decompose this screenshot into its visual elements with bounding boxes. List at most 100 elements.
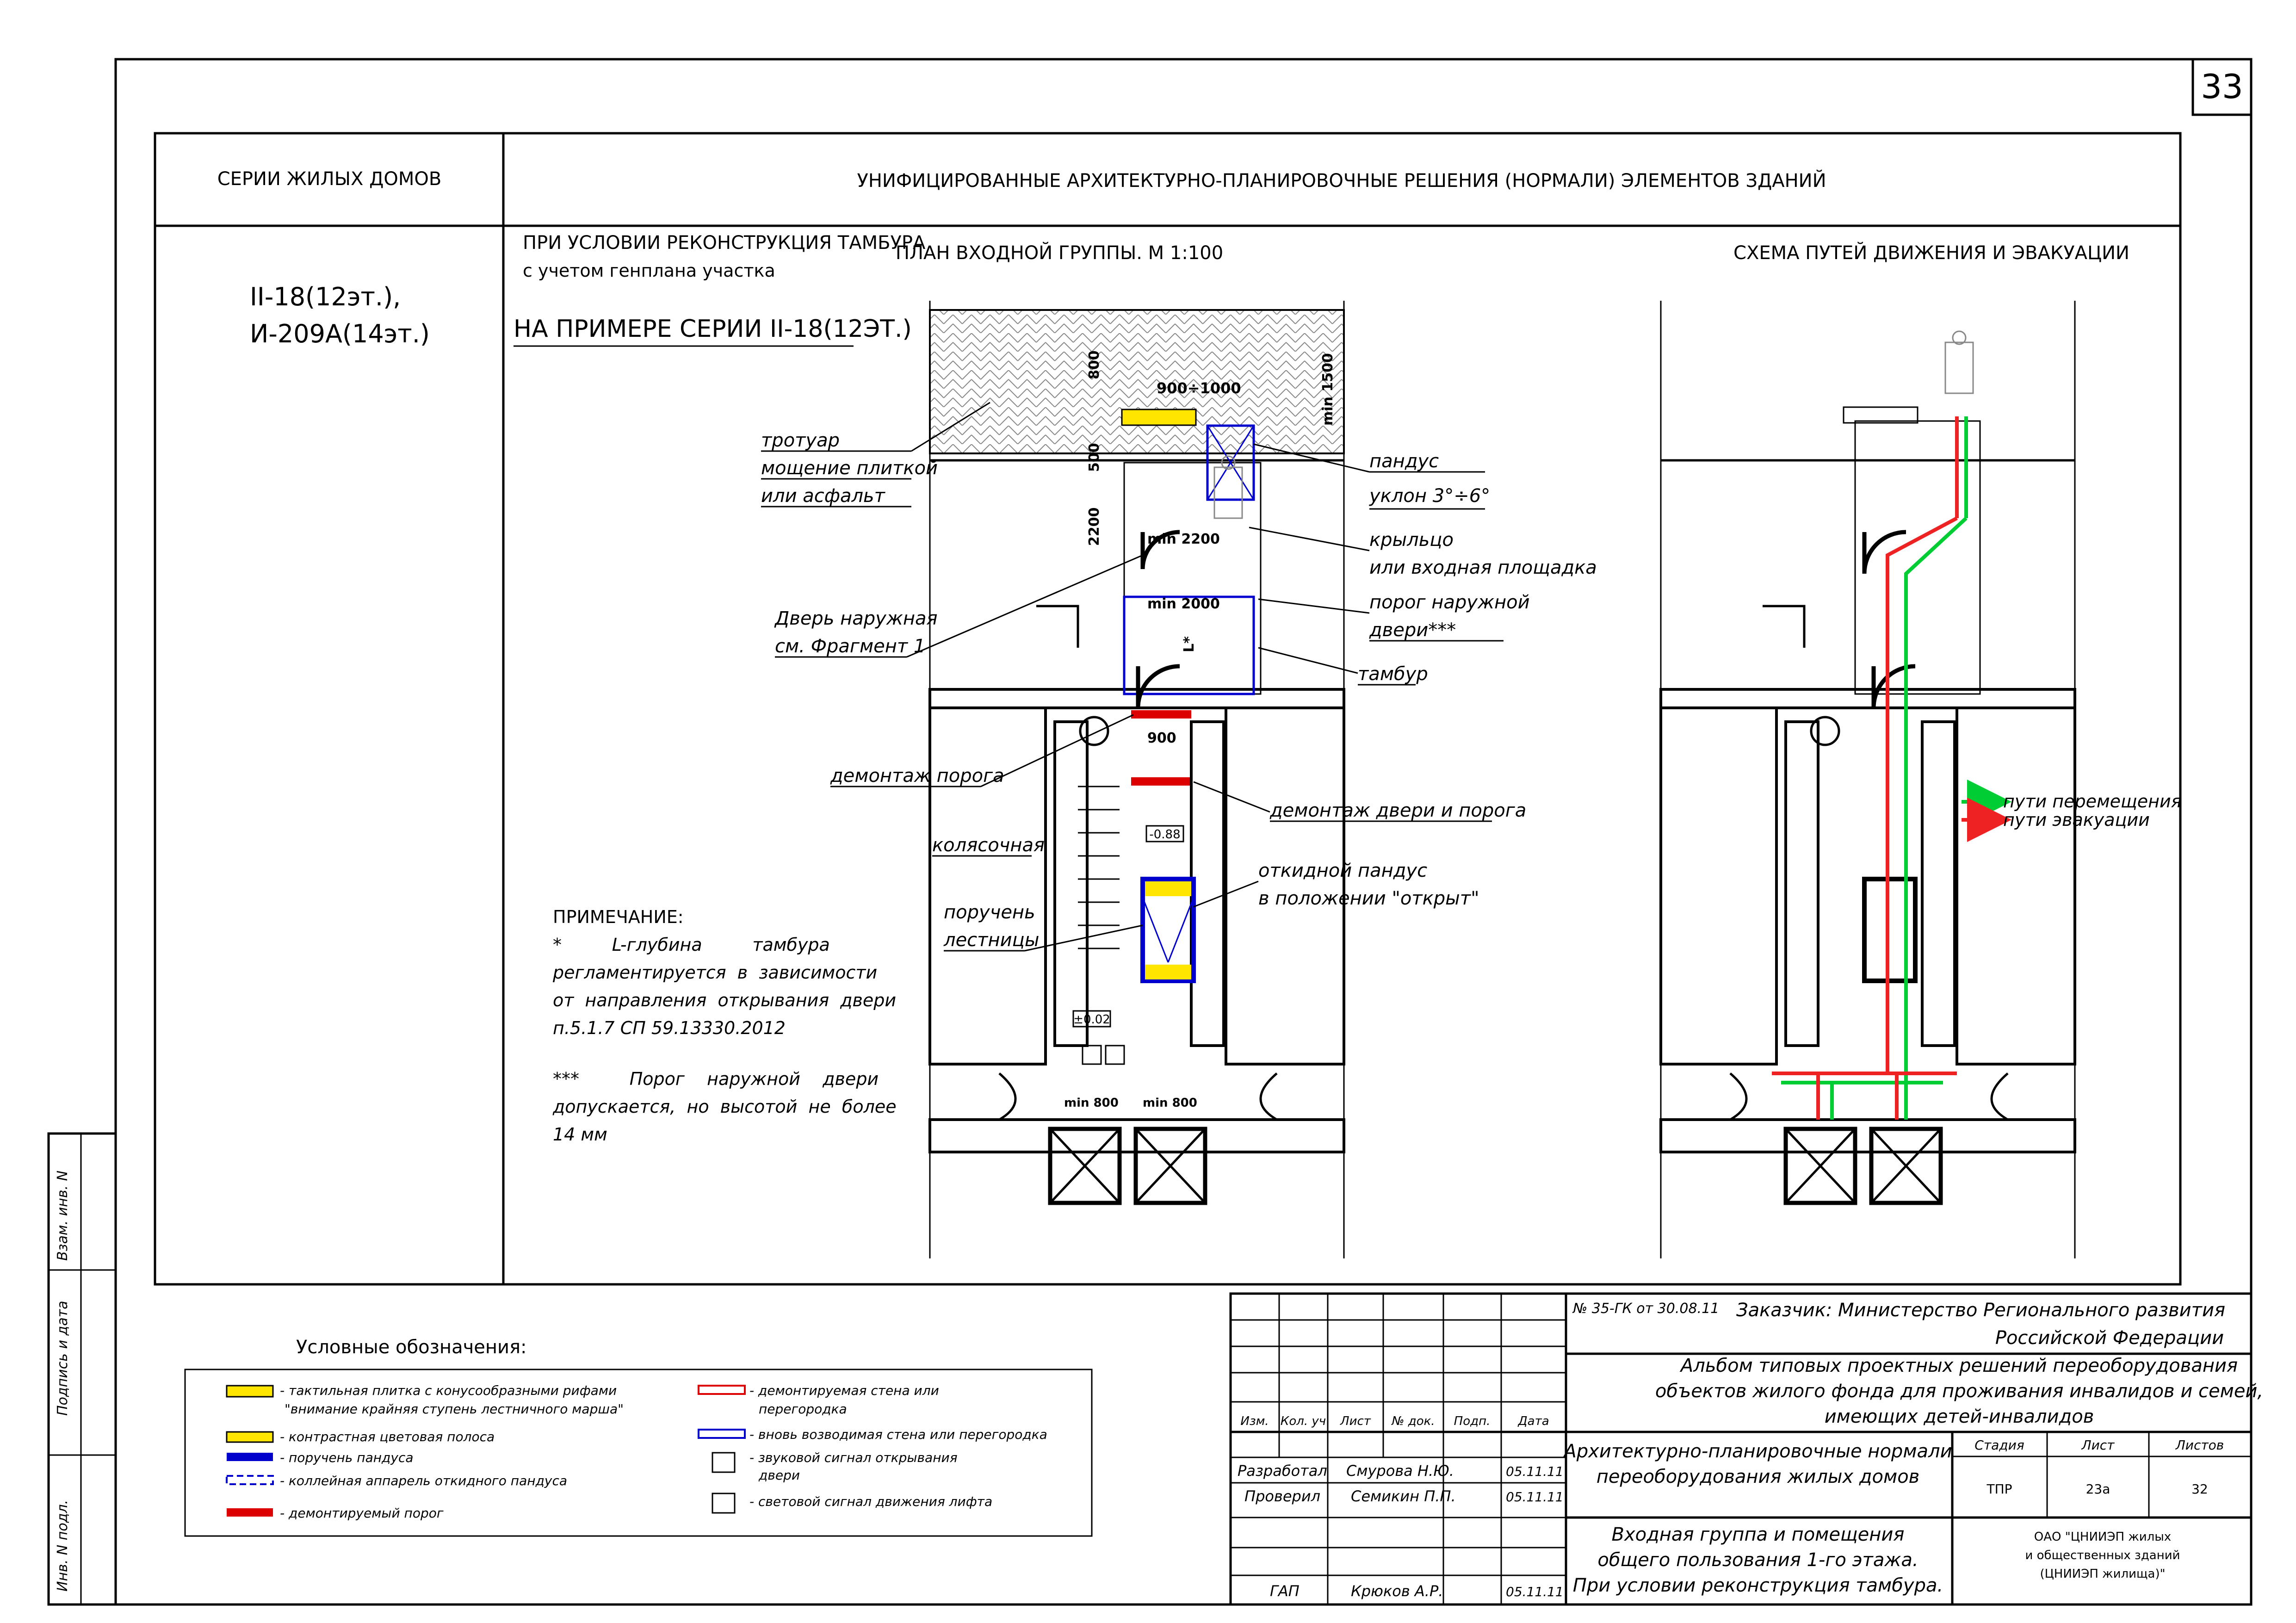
legend-item: - демонтируемая стена или — [749, 1383, 939, 1398]
legend-item: - демонтируемый порог — [280, 1505, 444, 1521]
stamp-podpis: Подпись и дата — [55, 1301, 71, 1416]
tb-col: № док. — [1391, 1414, 1435, 1428]
plan-title: ПЛАН ВХОДНОЙ ГРУППЫ. М 1:100 — [896, 242, 1223, 264]
contrast-strip-icon — [226, 1431, 274, 1443]
label-poruchen: поручень — [944, 902, 1035, 923]
tb-col: Лист — [1340, 1414, 1371, 1428]
note-title: ПРИМЕЧАНИЕ: — [553, 907, 684, 927]
wheelchair-user-icon — [1213, 455, 1243, 519]
level-mark: ±0.02 — [1073, 1013, 1110, 1027]
removed-wall-icon — [698, 1385, 746, 1395]
page-title: УНИФИЦИРОВАННЫЕ АРХИТЕКТУРНО-ПЛАНИРОВОЧН… — [857, 169, 1826, 192]
dim-label: 900 — [1147, 730, 1176, 746]
legend-item: - звуковой сигнал открывания — [749, 1450, 958, 1465]
legend-item: - поручень пандуса — [280, 1450, 414, 1465]
tb-section: Архитектурно-планировочные нормали — [1562, 1441, 1952, 1462]
stamp-inv: Инв. N подл. — [55, 1500, 71, 1592]
fold-ramp-icon — [226, 1475, 274, 1485]
tactile-tile — [1843, 406, 1918, 424]
label-lestnitsy: лестницы — [943, 929, 1039, 951]
tactile-tile-icon — [226, 1385, 274, 1398]
elevator — [1869, 1127, 1943, 1205]
tb-sheet-title-3: При условии реконструкция тамбура. — [1573, 1575, 1943, 1596]
note-line: допускается, но высотой не более — [552, 1096, 897, 1117]
note-line: * L-глубина тамбура — [553, 935, 830, 955]
side-stamp: Взам. инв. N Подпись и дата Инв. N подл. — [47, 1132, 117, 1606]
sound-signal-icon — [1105, 1045, 1125, 1065]
label-kolyasochnaya: колясочная — [932, 835, 1045, 856]
tb-doc-no: № 35-ГК от 30.08.11 — [1572, 1301, 1719, 1317]
tb-name: Семикин П.П. — [1351, 1487, 1456, 1505]
dim-label: 900÷1000 — [1157, 379, 1241, 397]
legend-movement: пути перемещения — [2003, 791, 2182, 812]
scheme-title: СХЕМА ПУТЕЙ ДВИЖЕНИЯ И ЭВАКУАЦИИ — [1733, 242, 2129, 264]
legend-item: - световой сигнал движения лифта — [749, 1494, 992, 1509]
label-tambur: тамбур — [1358, 663, 1428, 685]
entrance-plan: ПЛАН ВХОДНОЙ ГРУППЫ. М 1:100 — [761, 242, 1597, 1258]
tb-date: 05.11.11 — [1506, 1584, 1564, 1599]
legend-item: перегородка — [759, 1401, 847, 1417]
tb-role: Разработал — [1238, 1462, 1327, 1480]
series-line-1: II-18(12эт.), — [250, 282, 401, 311]
tb-section-2: переоборудования жилых домов — [1597, 1466, 1920, 1487]
tb-col: Подп. — [1454, 1414, 1491, 1428]
series-header: СЕРИИ ЖИЛЫХ ДОМОВ — [217, 168, 442, 190]
sheet-number-box — [2191, 58, 2253, 116]
tb-col: Кол. уч — [1281, 1414, 1326, 1428]
sound-signal-icon — [712, 1452, 736, 1473]
light-signal-icon — [712, 1493, 736, 1514]
tb-name: Смурова Н.Ю. — [1346, 1462, 1454, 1480]
new-wall-icon — [698, 1429, 746, 1439]
removed-threshold-icon — [227, 1508, 273, 1517]
paving-area — [929, 309, 1345, 454]
tb-sheet-title-2: общего пользования 1-го этажа. — [1597, 1549, 1918, 1571]
tb-stage: ТПР — [1986, 1481, 2012, 1497]
tb-customer: Заказчик: Министерство Регионального раз… — [1736, 1300, 2225, 1321]
tb-list: 23а — [2086, 1481, 2110, 1497]
fold-ramp — [1140, 877, 1196, 983]
label-porog-2: двери*** — [1369, 619, 1456, 641]
series-line-2: И-209А(14эт.) — [250, 319, 430, 348]
dim-label: 500 — [1086, 443, 1102, 472]
note-line: от направления открывания двери — [553, 990, 896, 1010]
label-porog: порог наружной — [1369, 592, 1530, 613]
legend-title: Условные обозначения: — [296, 1337, 527, 1358]
level-mark: -0.88 — [1149, 828, 1180, 842]
label-door-outer: Дверь наружная — [774, 608, 938, 629]
dim-label: min 2200 — [1147, 531, 1220, 547]
note-line: *** Порог наружной двери — [553, 1069, 879, 1089]
light-signal-icon — [1082, 1045, 1102, 1065]
evacuation-scheme: СХЕМА ПУТЕЙ ДВИЖЕНИЯ И ЭВАКУАЦИИ — [1659, 242, 2182, 1258]
title-block: Изм. Кол. уч Лист № док. Подп. Дата Разр… — [1229, 1292, 2263, 1606]
label-otkidnoy-2: в положении "открыт" — [1258, 888, 1479, 909]
dim-label: 2200 — [1086, 508, 1102, 546]
stamp-vzam: Взам. инв. N — [55, 1171, 71, 1261]
tb-album-3: имеющих детей-инвалидов — [1825, 1406, 2094, 1427]
tb-org-3: (ЦНИИЭП жилища)" — [2040, 1567, 2165, 1581]
condition-line-1: ПРИ УСЛОВИИ РЕКОНСТРУКЦИЯ ТАМБУРА — [523, 232, 926, 254]
movement-path — [1781, 421, 1968, 1120]
evacuation-path — [1772, 416, 1959, 1120]
tb-lists: 32 — [2191, 1481, 2208, 1497]
removed-threshold — [1131, 710, 1191, 719]
tb-album: Альбом типовых проектных решений переобо… — [1679, 1355, 2238, 1376]
sheet-number: 33 — [2201, 67, 2243, 106]
label-kryltso-2: или входная площадка — [1369, 557, 1597, 578]
ramp — [1206, 424, 1255, 501]
dim-label: L* — [1181, 636, 1197, 652]
label-pandus: пандус — [1369, 451, 1439, 472]
elevator — [1783, 1127, 1857, 1205]
legend-item: "внимание крайняя ступень лестничного ма… — [285, 1401, 624, 1417]
note-body: * L-глубина тамбура регламентируется в з… — [552, 935, 897, 1145]
legend-item: двери — [758, 1468, 800, 1483]
dim-label: min 800 — [1064, 1096, 1119, 1110]
dim-label: min 1500 — [1320, 353, 1336, 426]
legend-evacuation: пути эвакуации — [2003, 810, 2150, 830]
note-line: 14 мм — [553, 1124, 607, 1145]
label-kryltso: крыльцо — [1369, 529, 1454, 551]
example-title: НА ПРИМЕРЕ СЕРИИ II-18(12ЭТ.) — [514, 315, 912, 343]
tactile-tile — [1121, 409, 1197, 426]
dim-label: 800 — [1086, 350, 1102, 379]
label-door-outer-ref: см. Фрагмент 1 — [775, 636, 925, 657]
note-line: п.5.1.7 СП 59.13330.2012 — [553, 1018, 786, 1038]
